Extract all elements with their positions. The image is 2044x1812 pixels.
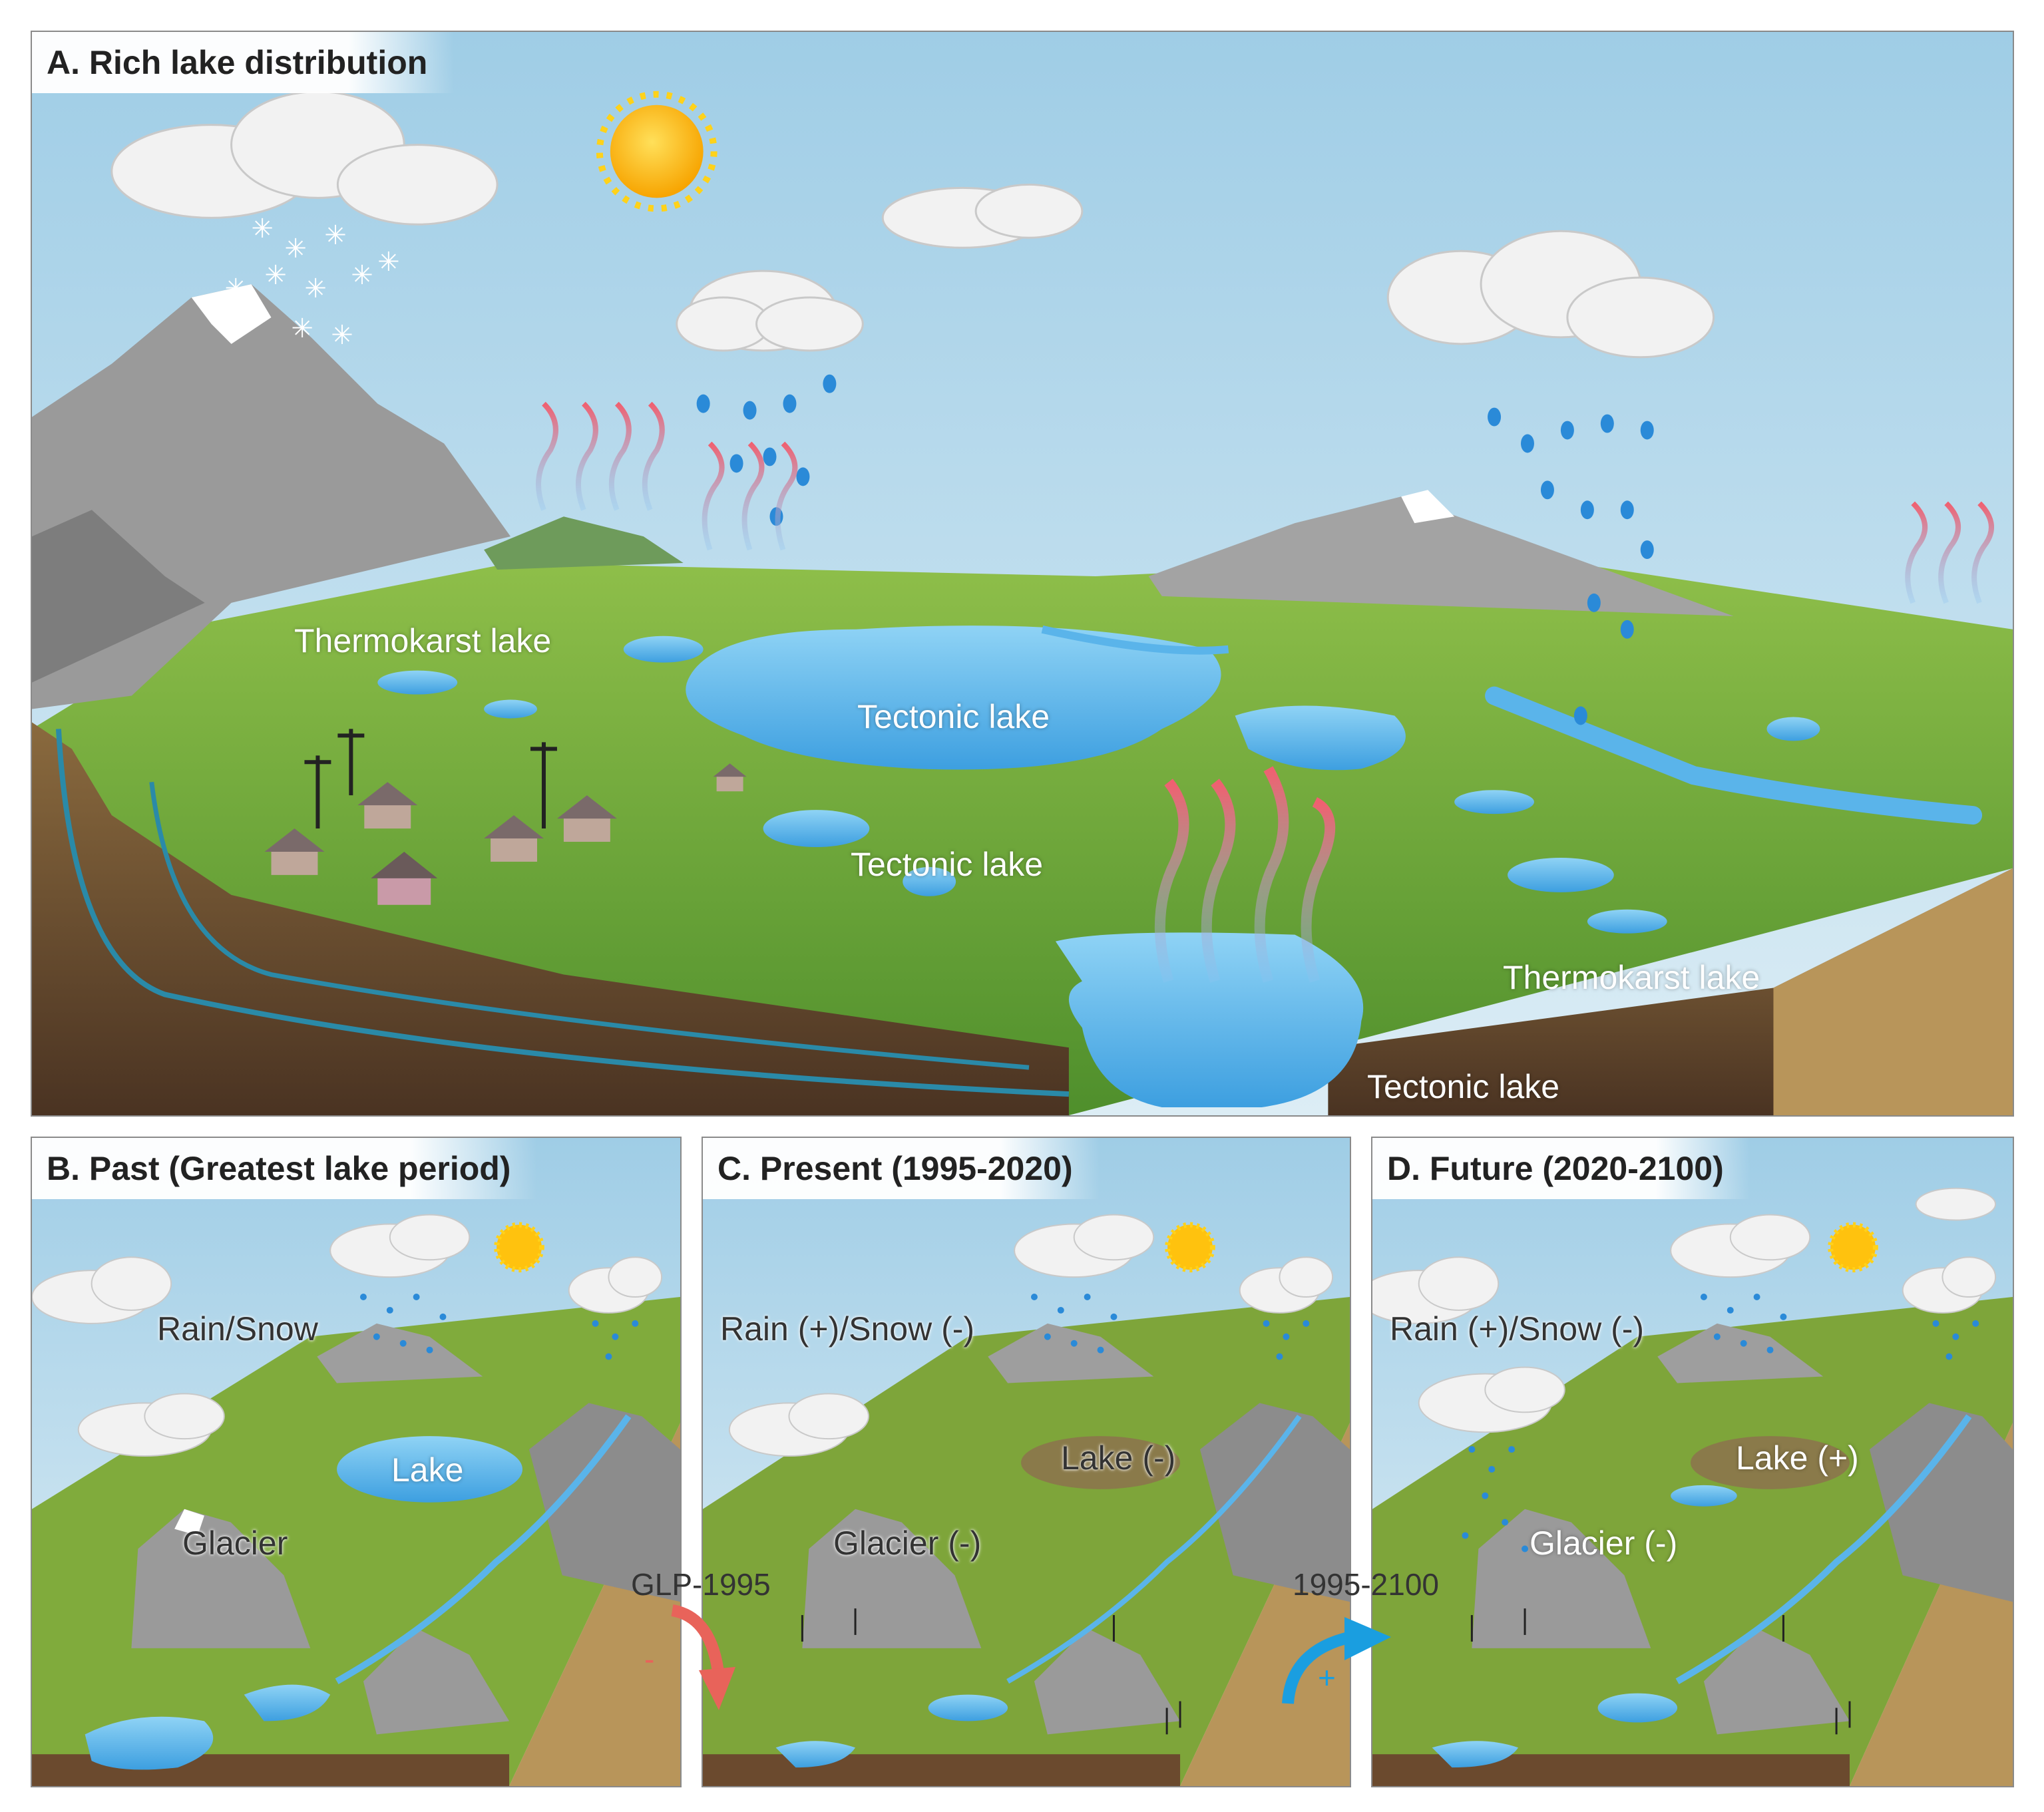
panel-d-title: D. Future (2020-2100) (1372, 1138, 1750, 1199)
label-glacier: Glacier (182, 1525, 288, 1562)
panel-a-illustration: ✳✳✳ ✳✳✳ ✳✳✳✳ (32, 32, 2013, 1115)
svg-text:✳: ✳ (304, 273, 326, 304)
label-lake: Lake (-) (1061, 1439, 1176, 1477)
label-tectonic-lake-1: Tectonic lake (857, 698, 1050, 735)
panel-d: D. Future (2020-2100) Rain (+)/Snow (-) … (1371, 1137, 2014, 1787)
raindrop-icon (696, 374, 1654, 725)
panel-c-illustration (703, 1138, 1350, 1786)
cloud-icon (110, 91, 499, 226)
evaporation-arrow-icon (1154, 766, 1336, 983)
svg-text:✳: ✳ (284, 234, 306, 264)
cloud-icon (676, 270, 864, 352)
panel-c-title: C. Present (1995-2020) (703, 1138, 1100, 1199)
cloud-icon (1372, 1187, 1997, 1433)
sun-icon (1165, 1222, 1215, 1273)
label-tectonic-lake-2: Tectonic lake (851, 846, 1044, 883)
raindrop-icon (359, 1294, 639, 1360)
cloud-icon (32, 1214, 663, 1457)
sun-icon (596, 91, 717, 212)
label-rain-snow: Rain (+)/Snow (-) (720, 1310, 975, 1348)
transition-b-c-label: GLP-1995 (631, 1567, 771, 1602)
label-glacier: Glacier (-) (1530, 1525, 1678, 1562)
svg-text:✳: ✳ (331, 320, 353, 351)
label-rain-snow: Rain (+)/Snow (-) (1390, 1310, 1645, 1348)
increase-arrow-icon (1282, 1617, 1391, 1704)
power-pole-icon (801, 1608, 1181, 1735)
decrease-arrow-icon (671, 1604, 735, 1710)
transition-c-d-label: 1995-2100 (1293, 1567, 1439, 1602)
svg-text:✳: ✳ (265, 260, 287, 291)
svg-text:✳: ✳ (252, 214, 274, 244)
evaporation-arrow-icon (535, 401, 1994, 604)
label-lake: Lake (391, 1451, 464, 1489)
svg-text:✳: ✳ (351, 260, 373, 291)
sun-icon (494, 1222, 544, 1273)
snowflake-icon: ✳✳✳ ✳✳✳ ✳✳✳✳ (225, 214, 400, 351)
transition-c-d-sign: + (1318, 1660, 1336, 1695)
panel-a-title: A. Rich lake distribution (32, 32, 455, 93)
label-tectonic-lake-3: Tectonic lake (1367, 1068, 1560, 1105)
label-glacier: Glacier (-) (833, 1525, 982, 1562)
power-pole-icon (304, 729, 557, 829)
cloud-icon (881, 183, 1084, 249)
panel-b-title: B. Past (Greatest lake period) (32, 1138, 538, 1199)
cloud-icon (1386, 230, 1715, 359)
house-icon (264, 763, 747, 905)
panel-c: C. Present (1995-2020) Rain (+)/Snow (-)… (702, 1137, 1351, 1787)
raindrop-icon (1030, 1294, 1310, 1360)
label-thermokarst-lake-1: Thermokarst lake (294, 622, 552, 659)
raindrop-icon (1462, 1294, 1979, 1552)
label-rain-snow: Rain/Snow (157, 1310, 318, 1348)
sun-icon (1828, 1222, 1878, 1273)
power-pole-icon (1470, 1608, 1851, 1735)
panel-b: B. Past (Greatest lake period) Rain/Snow… (31, 1137, 682, 1787)
svg-text:✳: ✳ (291, 313, 313, 344)
label-lake: Lake (+) (1736, 1439, 1859, 1477)
cloud-icon (728, 1214, 1334, 1457)
panel-b-illustration (32, 1138, 680, 1786)
svg-text:✳: ✳ (324, 220, 346, 251)
panel-a: ✳✳✳ ✳✳✳ ✳✳✳✳ (31, 31, 2014, 1117)
svg-text:✳: ✳ (377, 247, 399, 277)
label-thermokarst-lake-2: Thermokarst lake (1503, 959, 1760, 996)
panel-d-illustration (1372, 1138, 2013, 1786)
transition-b-c-sign: - (644, 1642, 655, 1676)
svg-text:✳: ✳ (225, 273, 247, 304)
